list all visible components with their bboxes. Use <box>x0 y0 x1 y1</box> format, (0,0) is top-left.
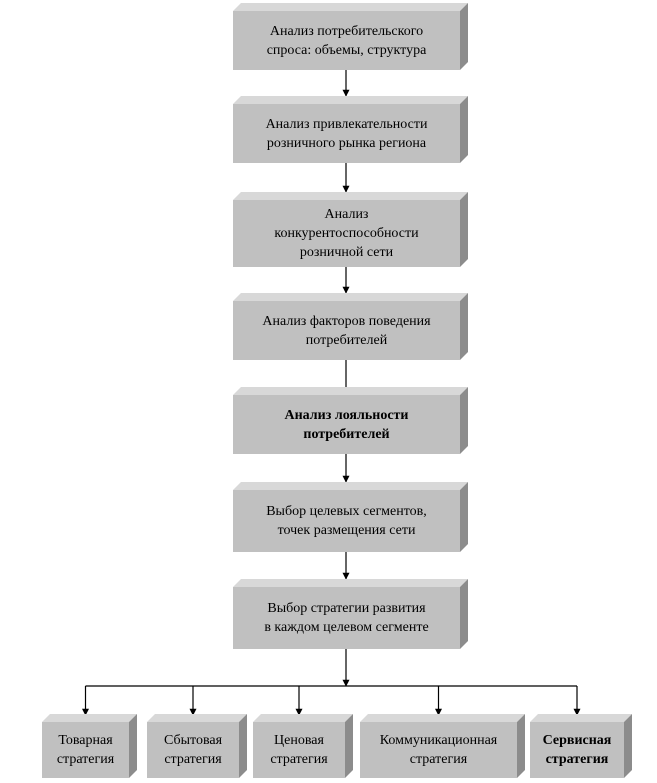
step-box-segments-side-face <box>460 482 468 552</box>
step-box-demand-front-face <box>233 11 460 70</box>
step-box-demand-label: Анализ потребительского спроса: объемы, … <box>266 23 427 58</box>
step-box-competitiveness <box>233 192 468 267</box>
step-box-competitiveness-label: Анализ конкурентоспособности розничной с… <box>274 207 419 260</box>
strategy-box-communication-label: Коммуникационная стратегия <box>379 733 498 767</box>
strategy-box-service-front-face <box>530 722 624 778</box>
step-box-behavior-top-face <box>233 293 468 301</box>
step-box-loyalty-label: Анализ лояльности потребителей <box>284 407 409 442</box>
strategy-box-sales-label: Сбытовая стратегия <box>163 733 223 767</box>
step-box-loyalty-top-face <box>233 387 468 395</box>
strategy-box-service <box>530 714 632 778</box>
strategy-box-communication-top-face <box>360 714 525 722</box>
step-box-attractiveness <box>233 96 468 163</box>
strategy-box-service-side-face <box>624 714 632 778</box>
step-box-segments <box>233 482 468 552</box>
step-box-loyalty-side-face <box>460 387 468 454</box>
step-box-competitiveness-front-face <box>233 200 460 267</box>
step-box-attractiveness-label: Анализ привлекательности розничного рынк… <box>265 116 428 151</box>
step-box-competitiveness-top-face <box>233 192 468 200</box>
step-box-competitiveness-side-face <box>460 192 468 267</box>
strategy-box-product-label: Товарная стратегия <box>56 733 115 767</box>
strategy-box-sales-front-face <box>147 722 239 778</box>
strategy-box-price-label: Ценовая стратегия <box>270 733 328 767</box>
strategy-box-sales <box>147 714 247 778</box>
step-box-behavior-side-face <box>460 293 468 360</box>
strategy-box-sales-top-face <box>147 714 247 722</box>
strategy-box-product-front-face <box>42 722 129 778</box>
step-box-strategy-front-face <box>233 587 460 649</box>
step-box-demand <box>233 3 468 70</box>
strategy-box-price-top-face <box>253 714 353 722</box>
step-box-demand-top-face <box>233 3 468 11</box>
step-box-segments-label: Выбор целевых сегментов, точек размещени… <box>266 504 427 538</box>
step-box-strategy-top-face <box>233 579 468 587</box>
strategy-box-service-label: Сервисная стратегия <box>542 733 612 767</box>
step-box-strategy <box>233 579 468 649</box>
step-box-behavior-label: Анализ факторов поведения потребителей <box>262 313 431 348</box>
step-box-strategy-side-face <box>460 579 468 649</box>
strategy-box-communication <box>360 714 525 778</box>
step-box-attractiveness-front-face <box>233 104 460 163</box>
step-box-loyalty-front-face <box>233 395 460 454</box>
step-box-behavior <box>233 293 468 360</box>
strategy-box-communication-front-face <box>360 722 517 778</box>
step-box-strategy-label: Выбор стратегии развития в каждом целево… <box>264 601 429 635</box>
step-box-segments-top-face <box>233 482 468 490</box>
strategy-box-product-side-face <box>129 714 137 778</box>
step-box-loyalty <box>233 387 468 454</box>
strategy-box-price <box>253 714 353 778</box>
strategy-box-service-top-face <box>530 714 632 722</box>
step-box-behavior-front-face <box>233 301 460 360</box>
strategy-box-price-front-face <box>253 722 345 778</box>
strategy-box-communication-side-face <box>517 714 525 778</box>
step-box-demand-side-face <box>460 3 468 70</box>
step-box-attractiveness-top-face <box>233 96 468 104</box>
strategy-box-product-top-face <box>42 714 137 722</box>
step-box-segments-front-face <box>233 490 460 552</box>
strategy-box-product <box>42 714 137 778</box>
step-box-attractiveness-side-face <box>460 96 468 163</box>
strategy-box-price-side-face <box>345 714 353 778</box>
strategy-box-sales-side-face <box>239 714 247 778</box>
